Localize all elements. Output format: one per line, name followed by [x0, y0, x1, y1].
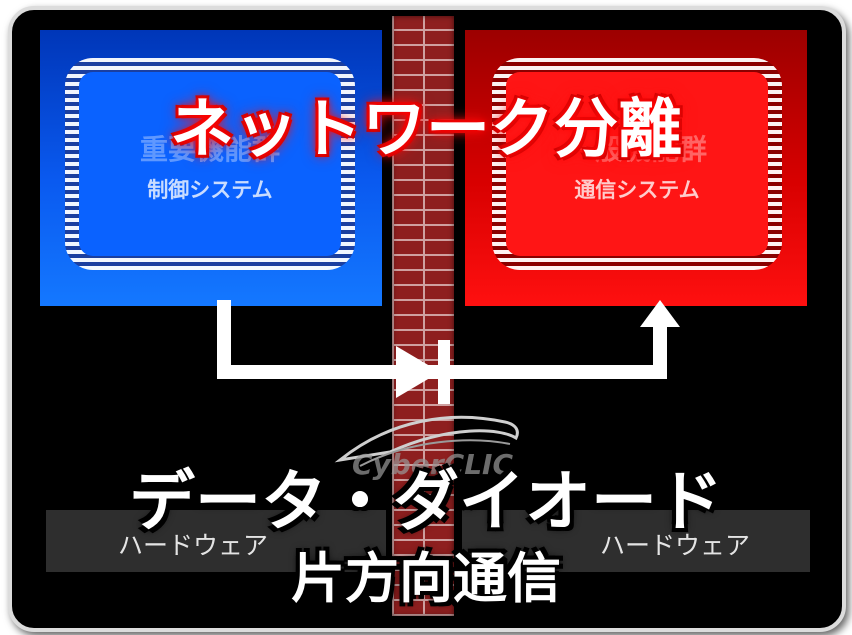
data-diode-label: データ・ダイオード [129, 463, 723, 540]
one-way-communication-caption: 片方向通信 [291, 547, 561, 610]
control-system-box: 重要機能群 制御システム [65, 58, 355, 270]
hardware-left: ハードウェア [46, 510, 386, 572]
communication-system-name: 通信システム [574, 178, 700, 202]
communication-system-box: 一般機能群 通信システム [492, 58, 782, 270]
cheetah-logo-icon [334, 415, 519, 467]
diagram-title: ネットワーク分離 [170, 93, 682, 167]
communication-system-group-title: 一般機能群 [566, 133, 707, 166]
control-system-name: 制御システム [147, 178, 273, 202]
control-system-group-title: 重要機能群 [139, 133, 280, 166]
hardware-left-label: ハードウェア [118, 531, 269, 560]
hardware-right-label: ハードウェア [599, 531, 750, 560]
logo-text: CyberCLIC [352, 448, 513, 481]
hardware-right: ハードウェア [462, 510, 810, 572]
